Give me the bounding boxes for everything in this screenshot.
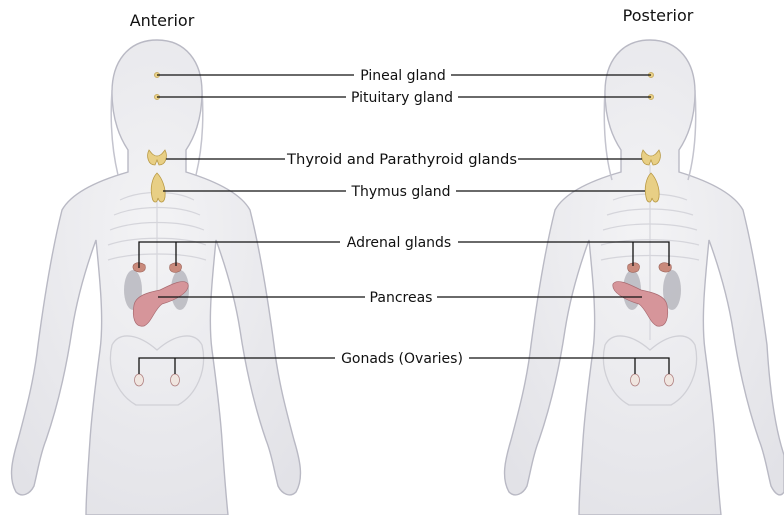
anterior-ovary-right bbox=[171, 374, 180, 386]
anterior-figure bbox=[12, 40, 301, 515]
label-pineal-gland: Pineal gland bbox=[360, 68, 446, 84]
posterior-title: Posterior bbox=[623, 6, 694, 25]
anterior-title: Anterior bbox=[130, 11, 195, 30]
anterior-body-silhouette bbox=[12, 40, 301, 515]
posterior-figure bbox=[505, 40, 784, 515]
organ-labels: Pineal gland Pituitary gland Thyroid and… bbox=[286, 68, 517, 367]
label-pancreas: Pancreas bbox=[370, 290, 433, 306]
label-pituitary-gland: Pituitary gland bbox=[351, 90, 453, 106]
posterior-body-silhouette bbox=[505, 40, 784, 515]
label-thyroid-parathyroid-glands: Thyroid and Parathyroid glands bbox=[286, 152, 517, 168]
label-gonads-ovaries: Gonads (Ovaries) bbox=[341, 351, 463, 367]
posterior-ovary-left bbox=[631, 374, 640, 386]
posterior-ovary-right bbox=[665, 374, 674, 386]
label-adrenal-glands: Adrenal glands bbox=[347, 235, 451, 251]
label-thymus-gland: Thymus gland bbox=[350, 184, 450, 200]
anterior-ovary-left bbox=[135, 374, 144, 386]
